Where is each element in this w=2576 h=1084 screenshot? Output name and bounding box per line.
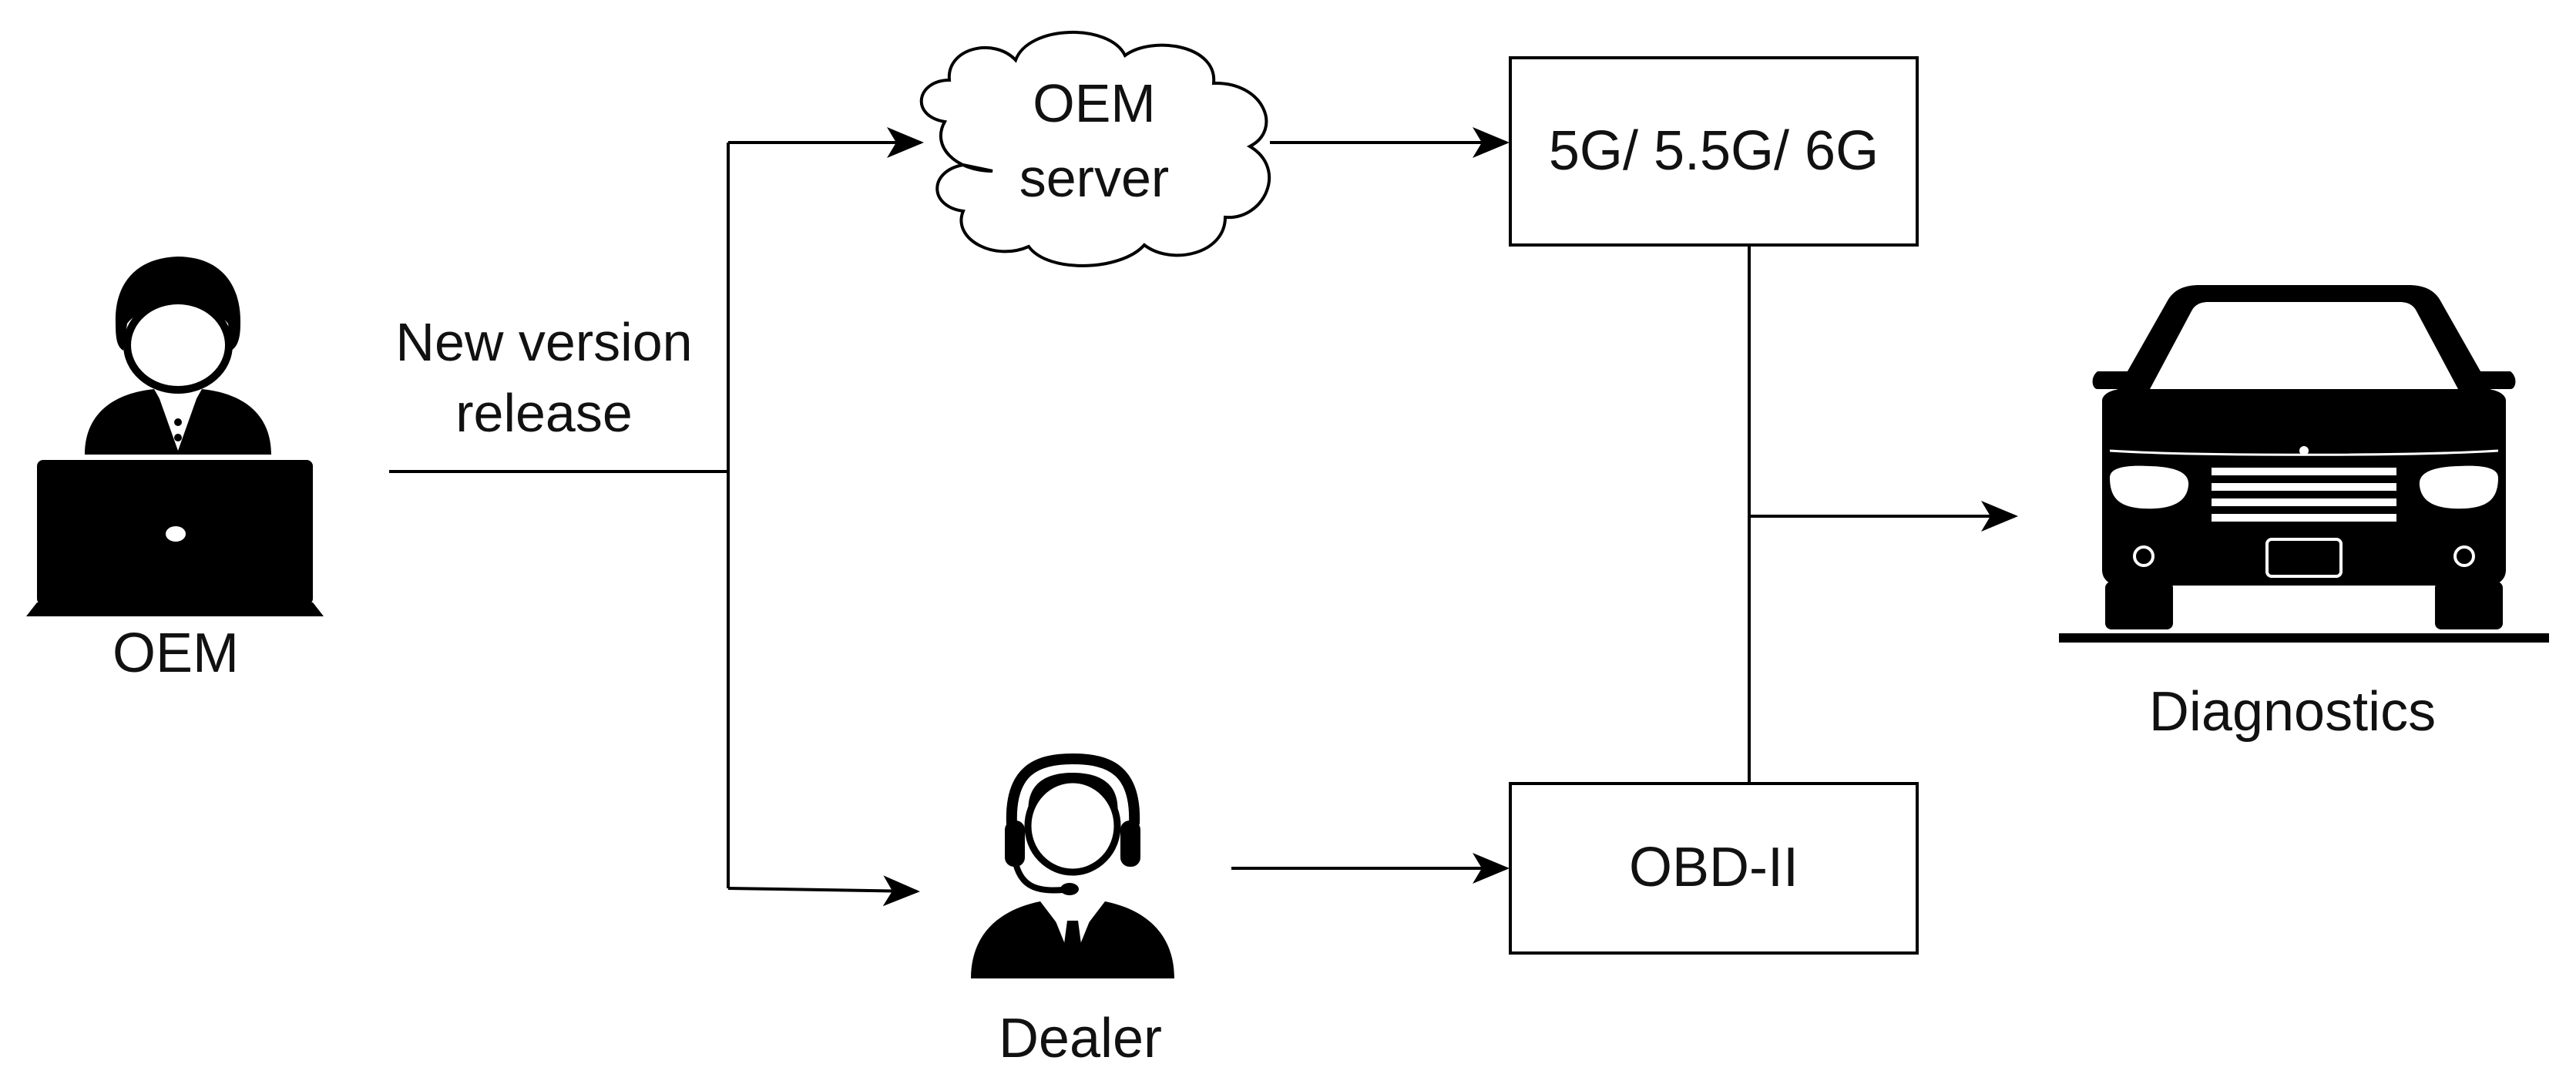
laptop-person-icon — [26, 257, 324, 616]
headset-person-icon — [971, 753, 1174, 978]
oem-server-label-line1: OEM — [1033, 73, 1155, 133]
edge-label-line2: release — [455, 383, 633, 443]
oem-server-label-line2: server — [1019, 148, 1169, 208]
car-icon — [2059, 285, 2549, 643]
network-box — [1509, 56, 1919, 247]
edge-label-line1: New version — [395, 312, 692, 372]
oem-connectors — [389, 127, 924, 907]
dealer-label: Dealer — [999, 1008, 1162, 1069]
obd-label: OBD-II — [1629, 837, 1798, 898]
network-label: 5G/ 5.5G/ 6G — [1549, 120, 1879, 182]
obd-box — [1509, 782, 1919, 955]
vehicle-connectors — [1748, 245, 2018, 784]
oem-server-cloud — [919, 30, 1271, 267]
diagnostics-label: Diagnostics — [2149, 681, 2436, 743]
arrow-to-dealer — [727, 875, 920, 907]
oem-label: OEM — [113, 623, 239, 684]
